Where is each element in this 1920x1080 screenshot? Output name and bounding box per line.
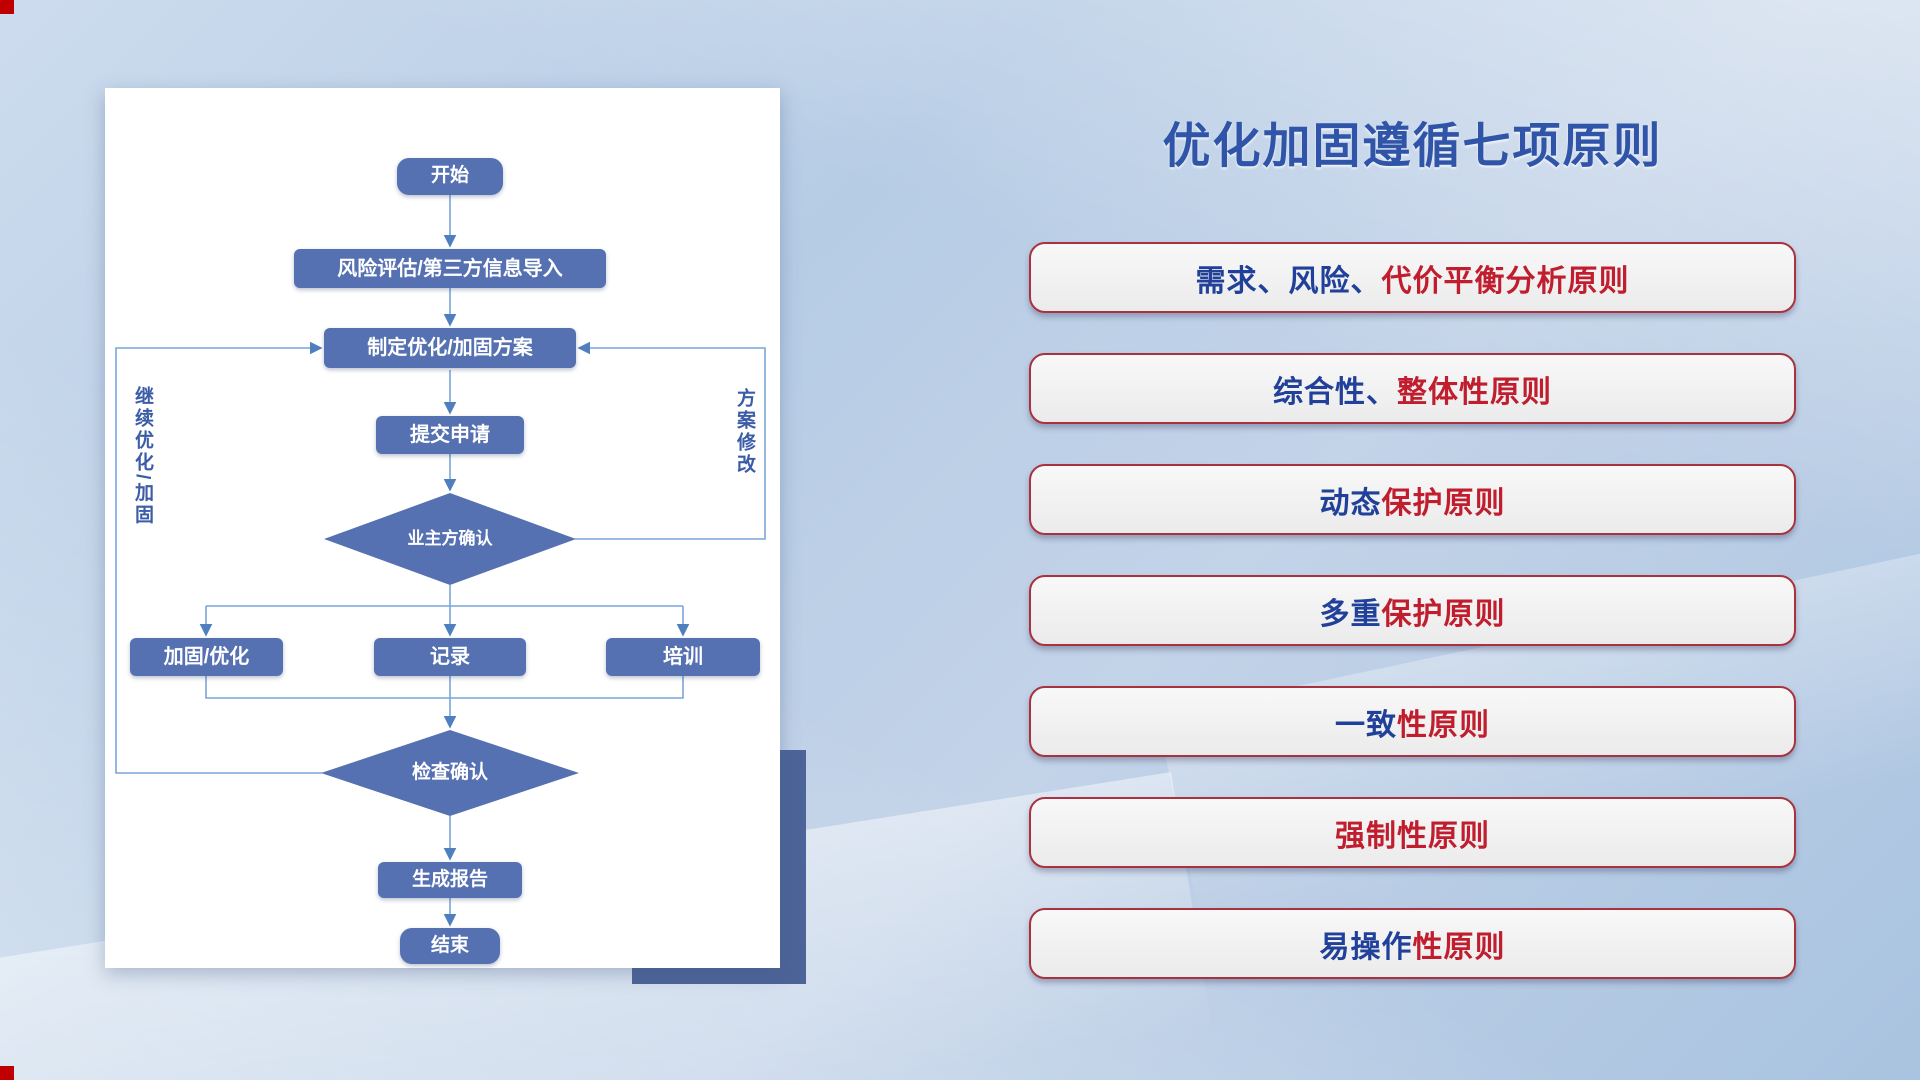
principle-text-blue: 易操作 (1319, 930, 1413, 964)
flowchart-card: 开始 风险评估/第三方信息导入 制定优化/加固方案 提交申请 业主方确认 加固/… (105, 88, 780, 968)
principle-item-multi-protection: 多重保护原则 (1029, 575, 1796, 646)
flow-node-risk-import: 风险评估/第三方信息导入 (294, 249, 606, 288)
flow-node-submit-request: 提交申请 (376, 416, 524, 454)
principle-item-mandatory: 强制性原则 (1029, 797, 1796, 868)
principle-item-dynamic-protection: 动态保护原则 (1029, 464, 1796, 535)
principle-text-red: 性原则 (1397, 708, 1490, 742)
loop-label-plan-revise: 方案修改 (734, 388, 755, 476)
corner-accent-bottom-left (0, 1066, 14, 1080)
principle-item-operability: 易操作性原则 (1029, 908, 1796, 979)
flow-node-start: 开始 (397, 158, 503, 195)
corner-accent-top-left (0, 0, 14, 14)
principle-text-red: 保护原则 (1381, 486, 1506, 520)
principle-text-red: 代价平衡分析原则 (1381, 264, 1630, 298)
principle-text-red: 整体性原则 (1397, 375, 1552, 409)
principle-text-blue: 动态 (1319, 486, 1382, 520)
principle-text-red: 保护原则 (1381, 597, 1506, 631)
flow-node-record: 记录 (374, 638, 526, 676)
flowchart-connectors (115, 195, 766, 927)
principles-list: 需求、风险、代价平衡分析原则 综合性、整体性原则 动态保护原则 多重保护原则 一… (1029, 242, 1796, 979)
principle-item-balance: 需求、风险、代价平衡分析原则 (1029, 242, 1796, 313)
principle-text-blue: 综合性、 (1273, 375, 1397, 409)
loop-label-continue-optimize: 继续优化/加固 (132, 386, 153, 527)
flow-node-training: 培训 (606, 638, 760, 676)
flow-node-harden-optimize: 加固/优化 (130, 638, 283, 676)
principle-text-blue: 一致 (1335, 708, 1397, 742)
principle-item-comprehensive: 综合性、整体性原则 (1029, 353, 1796, 424)
principle-text-blue: 多重 (1319, 597, 1382, 631)
flow-node-end: 结束 (400, 928, 500, 964)
principle-text-red: 强制性原则 (1335, 819, 1490, 853)
flow-node-generate-report: 生成报告 (378, 862, 522, 898)
page-title: 优化加固遵循七项原则 (1162, 120, 1663, 173)
flow-node-make-plan: 制定优化/加固方案 (324, 328, 576, 368)
principle-item-consistency: 一致性原则 (1029, 686, 1796, 757)
principle-text-blue: 需求、风险、 (1195, 264, 1382, 298)
principle-text-red: 性原则 (1412, 930, 1506, 964)
